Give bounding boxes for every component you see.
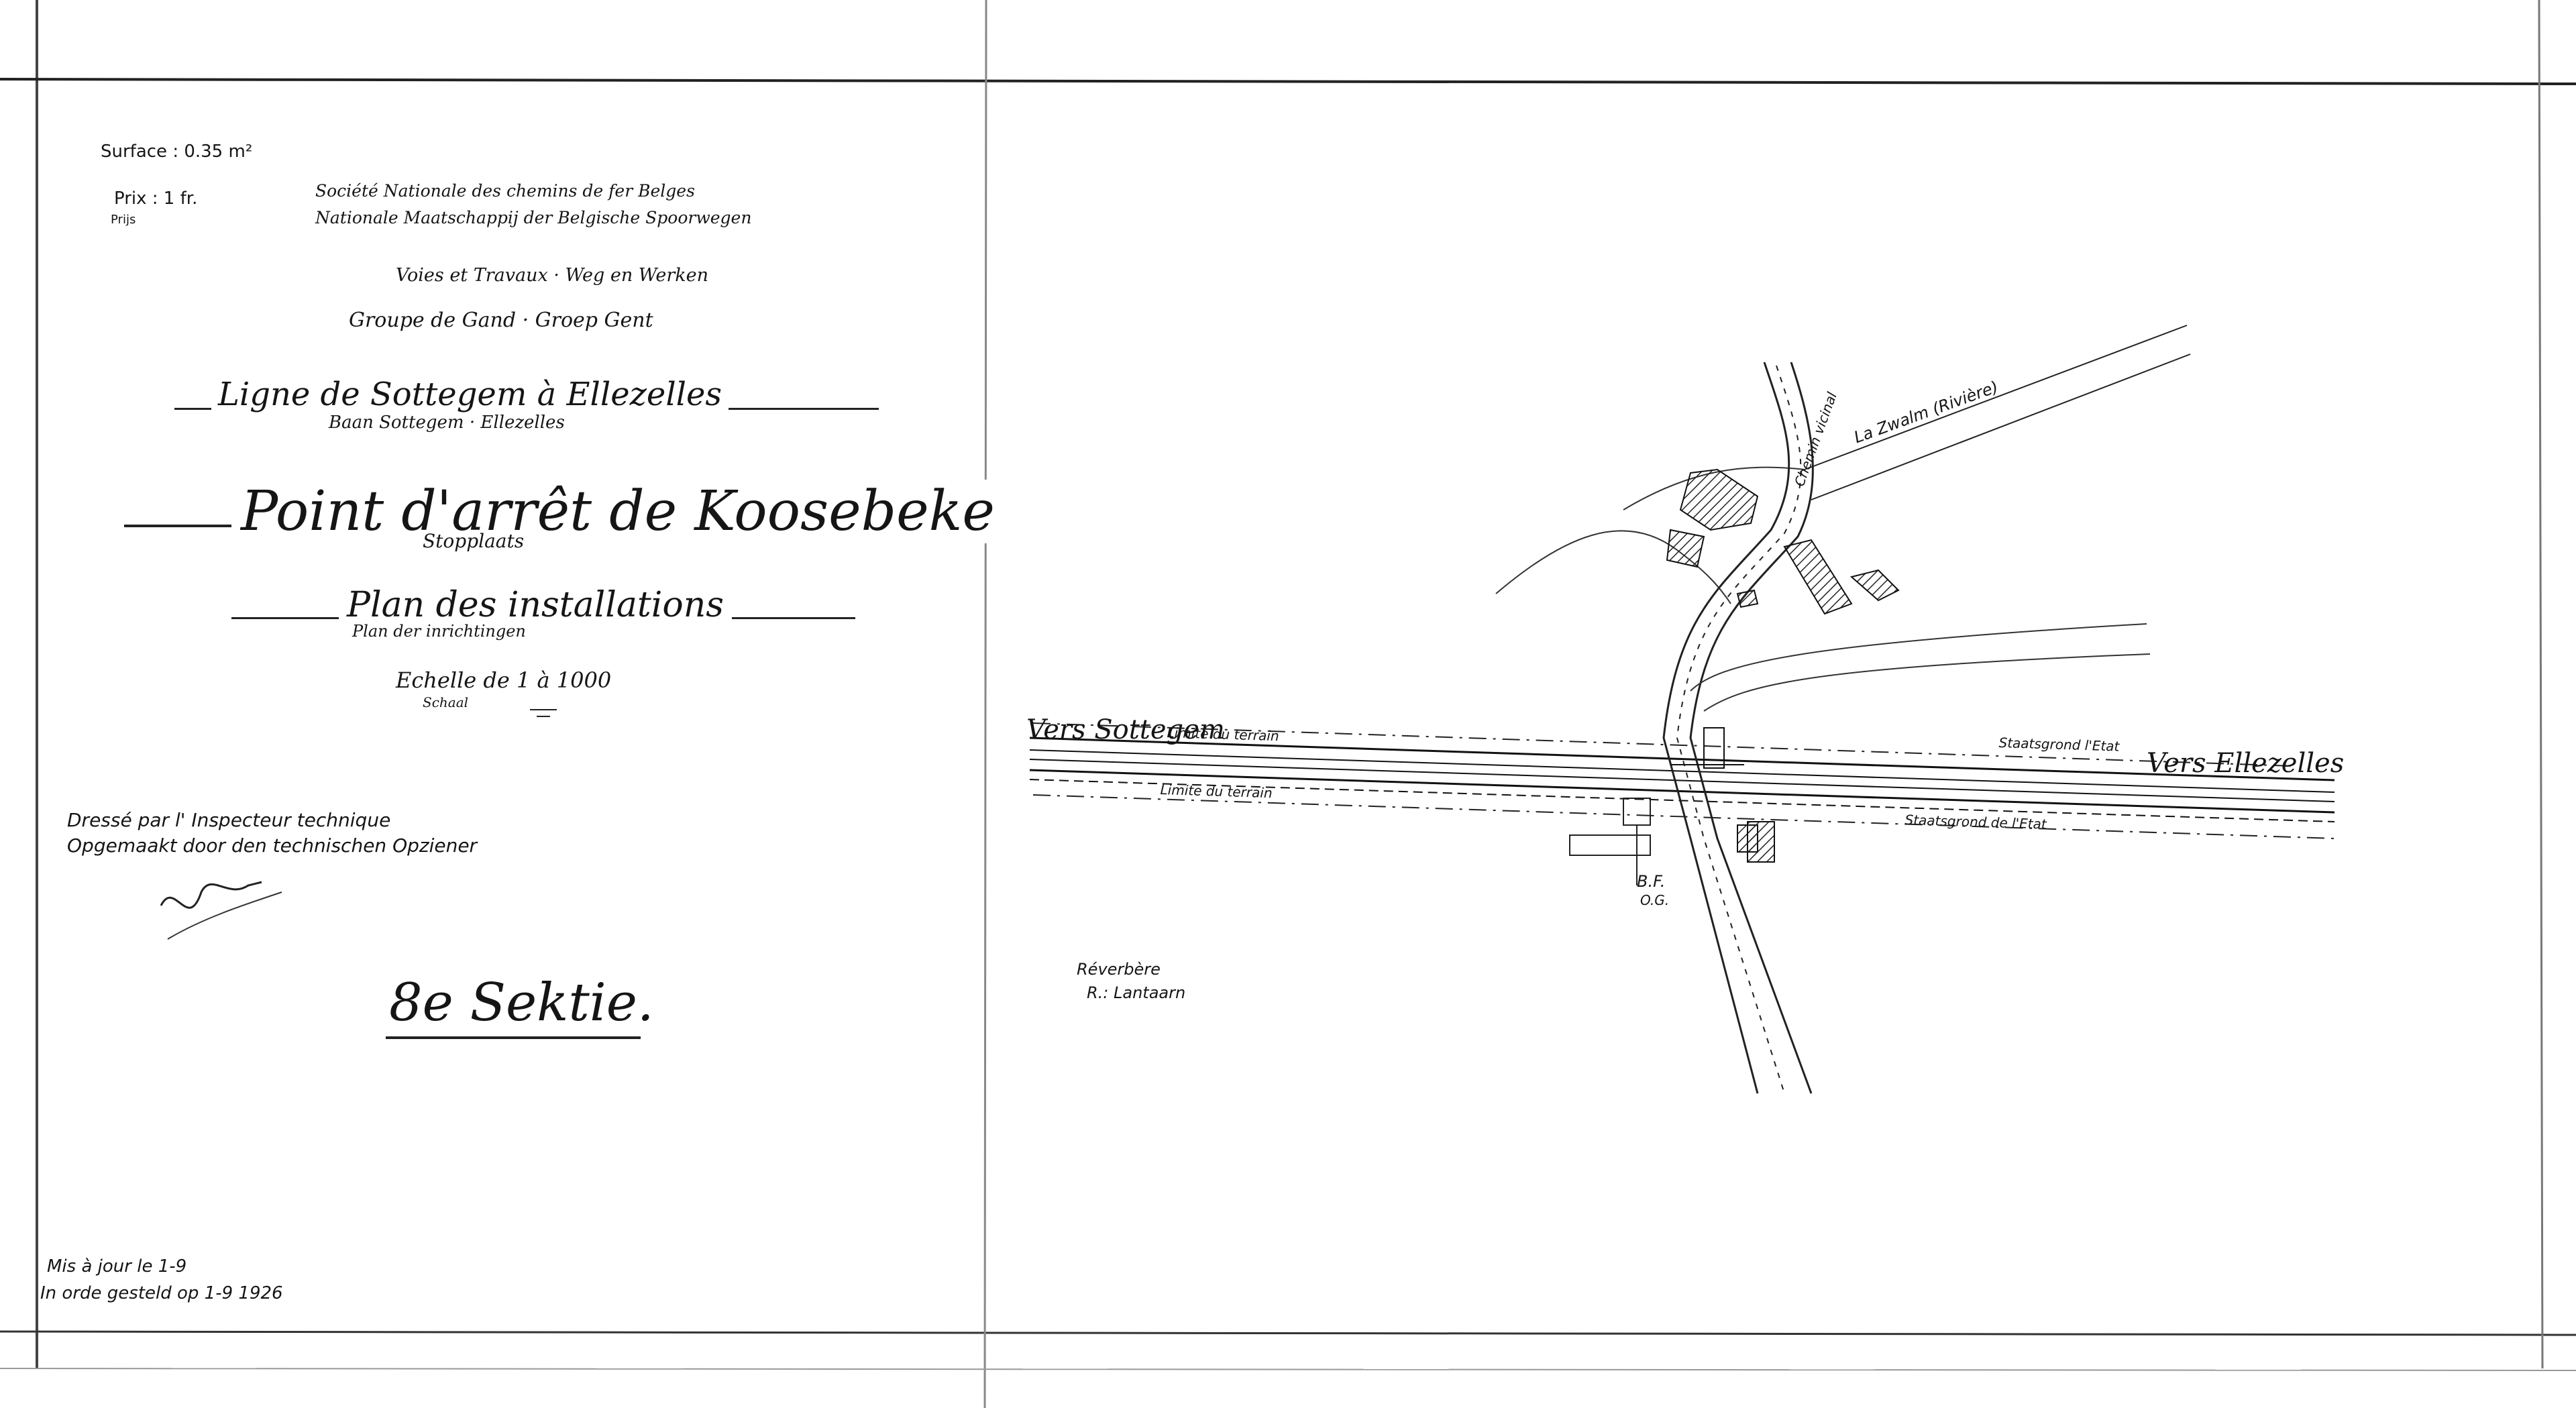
label-vers-ellezelles: Vers Ellezelles	[2147, 748, 2345, 779]
prepared-by-nl: Opgemaakt door den technischen Opziener	[67, 834, 478, 857]
ligne-title: Ligne de Sottegem à Ellezelles	[211, 376, 729, 413]
curved-road-left	[1495, 466, 1805, 604]
section-label: 8e Sektie.	[389, 973, 654, 1033]
legend-line-1: Réverbère	[1077, 960, 1161, 979]
stamp-surface: Surface : 0.35 m²	[101, 142, 253, 162]
stamp-prijs: Prijs	[111, 213, 136, 227]
updated-line-2: In orde gesteld op 1-9 1926	[40, 1283, 283, 1303]
legend-line-2: R.: Lantaarn	[1087, 983, 1186, 1002]
company-name-nl: Nationale Maatschappij der Belgische Spo…	[315, 208, 752, 227]
buildings	[1666, 468, 1900, 863]
river-zwalm	[1804, 325, 2191, 500]
property-limit-top	[1032, 722, 2295, 767]
title-subtitle-nl: Stopplaats	[423, 530, 525, 552]
stamp-price: Prix : 1 fr.	[114, 188, 198, 209]
prepared-by-fr: Dressé par l' Inspecteur technique	[67, 809, 391, 831]
chemin-vicinal-road	[1662, 362, 1814, 1094]
fold-line	[983, 0, 987, 1408]
scale-mark-small	[537, 716, 550, 717]
section-underline	[386, 1036, 641, 1039]
service-name: Voies et Travaux · Weg en Werken	[396, 265, 708, 286]
label-bf: B.F.	[1637, 872, 1666, 891]
station-structures	[1569, 798, 1651, 885]
ligne-subtitle-nl: Baan Sottegem · Ellezelles	[329, 413, 565, 433]
railway-track	[1029, 737, 2335, 822]
scale-mark	[530, 709, 557, 710]
updated-line-1: Mis à jour le 1-9	[47, 1256, 187, 1277]
company-name-fr: Société Nationale des chemins de fer Bel…	[315, 181, 695, 201]
groupe-name: Groupe de Gand · Groep Gent	[349, 309, 653, 332]
level-crossing	[1670, 727, 1744, 769]
frame-bottom-line	[0, 1330, 2576, 1336]
plan-title: Plan des installations	[339, 585, 732, 625]
frame-right-line	[2538, 0, 2544, 1369]
page-title: Point d'arrêt de Koosebeke	[231, 480, 1004, 543]
label-bf-sub: O.G.	[1640, 892, 1670, 908]
side-road-east	[1690, 623, 2151, 712]
plan-subtitle-nl: Plan der inrichtingen	[352, 622, 526, 641]
scale-title: Echelle de 1 à 1000	[396, 667, 612, 693]
frame-top-line	[0, 78, 2576, 85]
scale-subtitle-nl: Schaal	[423, 694, 469, 710]
signature-mark	[160, 881, 282, 940]
label-vers-sottegem: Vers Sottegem	[1026, 714, 1225, 745]
frame-bottom-edge	[0, 1368, 2576, 1371]
